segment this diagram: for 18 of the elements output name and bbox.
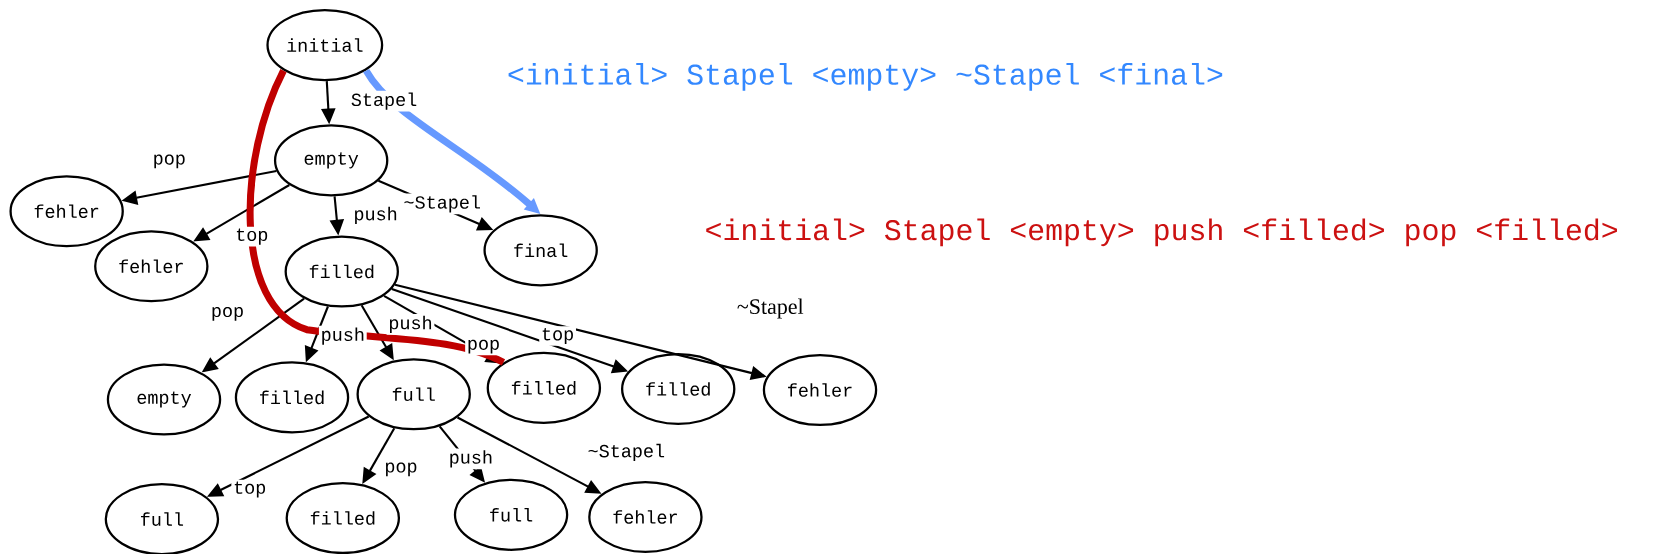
edge-label: push <box>386 314 435 335</box>
trace-text: <initial> Stapel <empty> ~Stapel <final> <box>508 62 1223 91</box>
edge-label: ~Stapel <box>401 193 483 215</box>
edge-label: pop <box>465 338 502 356</box>
edge-label: pop <box>150 152 188 171</box>
highlight-path <box>246 69 505 366</box>
edge-label: top <box>539 326 576 346</box>
trace-text: <initial> Stapel <empty> push <filled> pop <filled> <box>706 218 1617 247</box>
edge-label: ~Stapel <box>735 296 806 321</box>
edge-label: top <box>233 226 271 247</box>
edge-label: pop <box>382 460 420 478</box>
edge-label: pop <box>209 305 246 323</box>
edge-label: push <box>351 205 400 226</box>
edge-label: top <box>231 479 269 500</box>
edge-label: push <box>446 448 495 470</box>
edge-label: push <box>318 325 367 347</box>
edge-label: ~Stapel <box>585 442 667 463</box>
edge-label: Stapel <box>349 90 420 112</box>
